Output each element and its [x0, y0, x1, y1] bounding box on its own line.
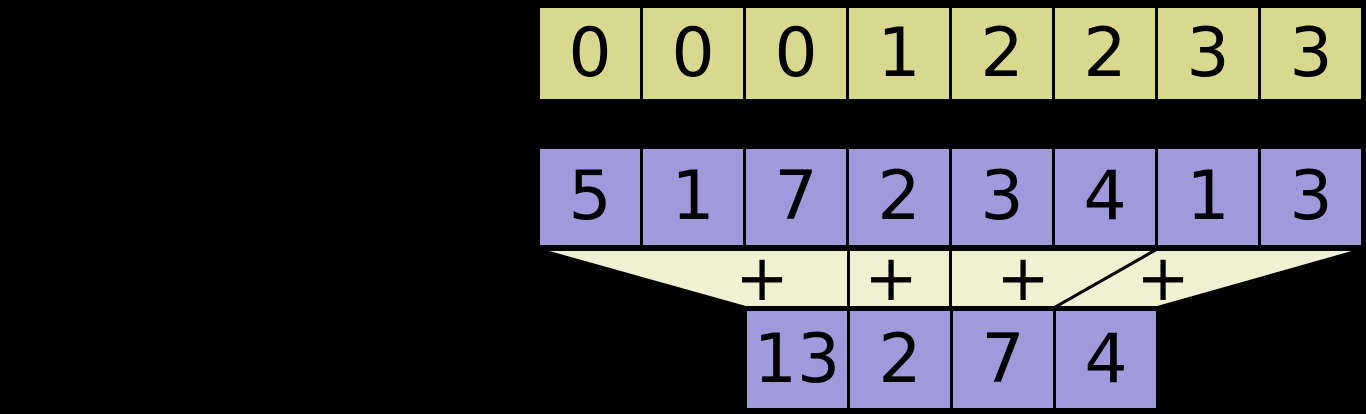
key-cell: 0 [643, 8, 743, 99]
key-cell: 1 [849, 8, 949, 99]
result-cell: 4 [1056, 311, 1156, 408]
value-cell: 7 [746, 149, 846, 245]
value-cell: 5 [540, 149, 640, 245]
plus-operator: + [996, 242, 1050, 316]
value-cell: 1 [1158, 149, 1258, 245]
values-row: 5 1 7 2 3 4 1 3 [537, 146, 1364, 248]
key-cell: 2 [1055, 8, 1155, 99]
key-cell: 0 [540, 8, 640, 99]
plus-operator: + [1136, 242, 1190, 316]
value-cell: 3 [952, 149, 1052, 245]
key-cell: 3 [1158, 8, 1258, 99]
value-cell: 4 [1055, 149, 1155, 245]
key-cell: 0 [746, 8, 846, 99]
value-cell: 3 [1261, 149, 1361, 245]
plus-operator: + [735, 242, 789, 316]
key-cell: 3 [1261, 8, 1361, 99]
value-cell: 2 [849, 149, 949, 245]
keys-row: 0 0 0 1 2 2 3 3 [537, 5, 1364, 102]
sum-region-1 [538, 248, 850, 309]
result-cell: 13 [747, 311, 847, 408]
sum-region-4 [1048, 248, 1363, 309]
results-row: 13 2 7 4 [744, 308, 1159, 411]
value-cell: 1 [643, 149, 743, 245]
key-cell: 2 [952, 8, 1052, 99]
plus-operator: + [864, 242, 918, 316]
result-cell: 7 [953, 311, 1053, 408]
result-cell: 2 [850, 311, 950, 408]
